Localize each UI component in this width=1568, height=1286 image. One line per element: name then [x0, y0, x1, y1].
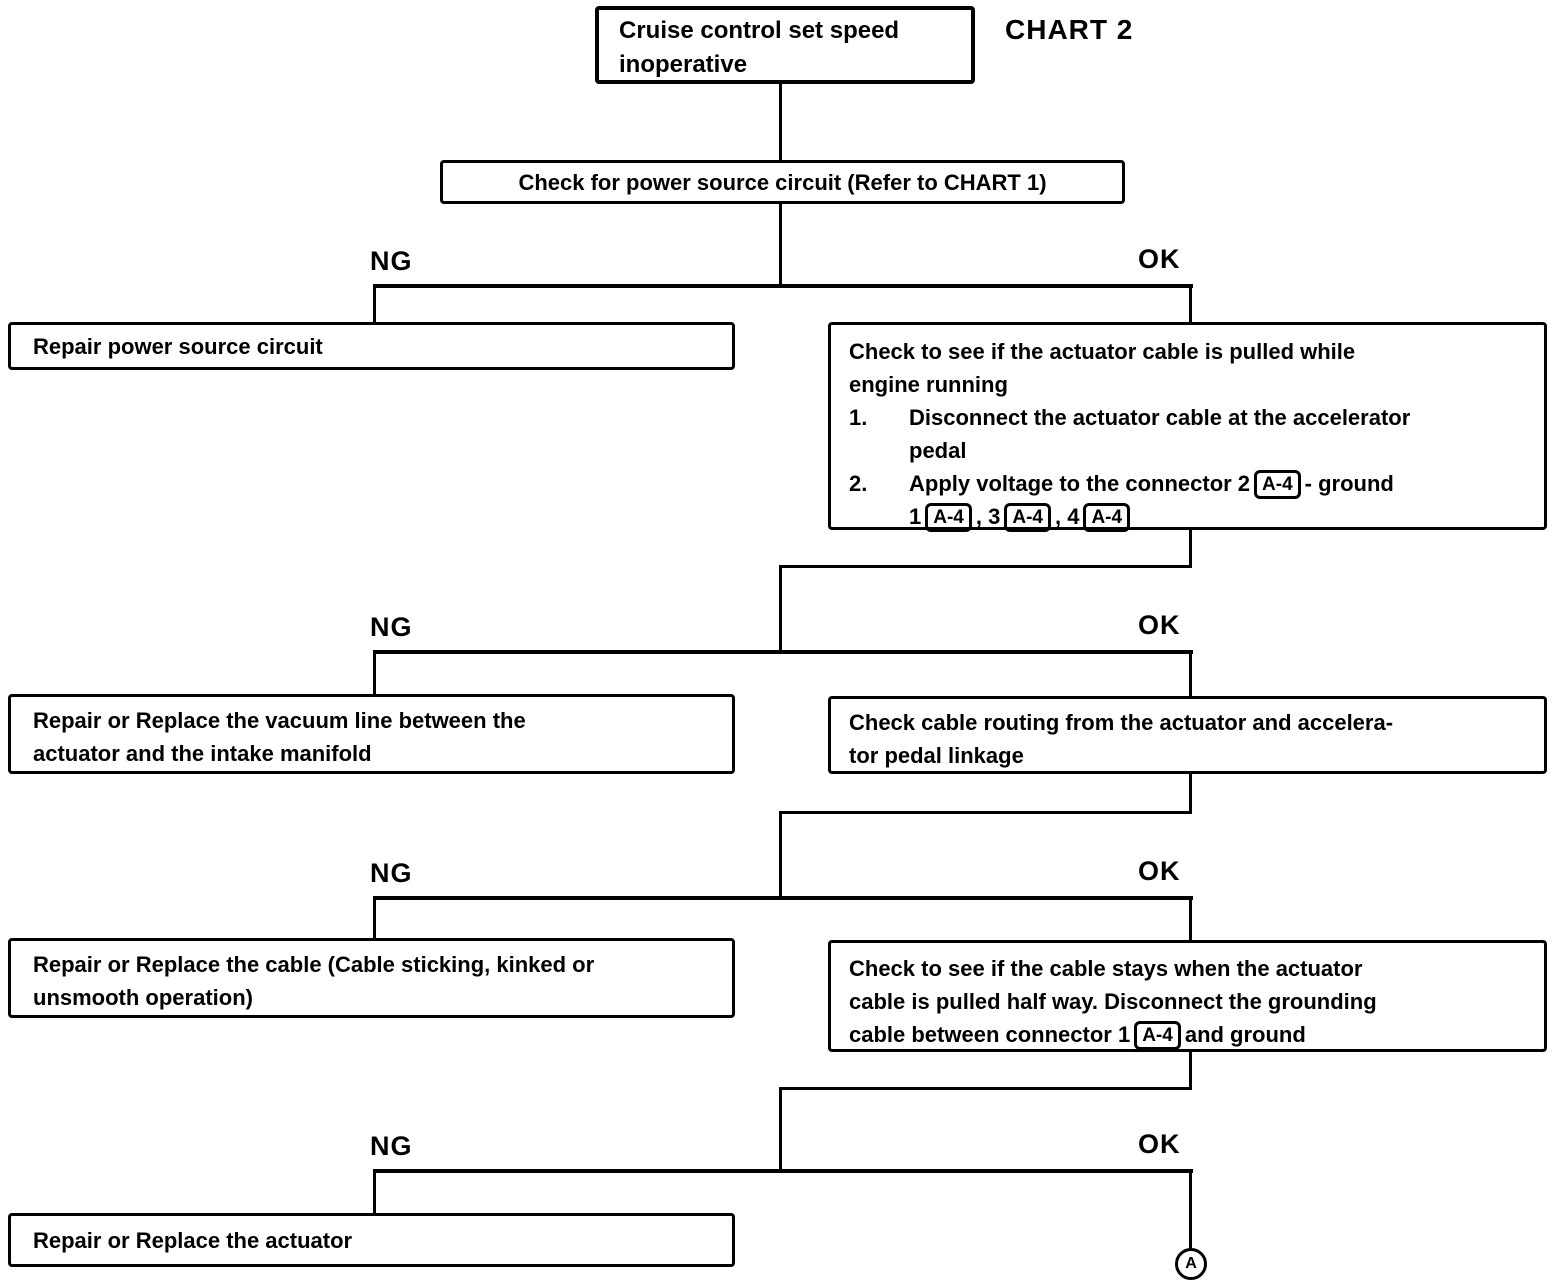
item2b-part2: , 3 — [975, 504, 1001, 529]
node-repair-actuator-text: Repair or Replace the actuator — [33, 1227, 353, 1253]
chart-title: CHART 2 — [1005, 14, 1134, 45]
check-stays-line1: Check to see if the cable stays when the… — [849, 956, 1363, 981]
connector-line — [779, 204, 782, 286]
check-stays-line3-pre: cable between connector 1 — [849, 1022, 1131, 1047]
repair-cable-line2: unsmooth operation) — [33, 985, 253, 1010]
connector-ref-chip: A-4 — [925, 503, 972, 532]
branch-label-ok-2: OK — [1138, 610, 1181, 640]
branch-label-ng-2: NG — [370, 612, 413, 642]
connector-line — [373, 650, 376, 696]
branch-label-ng-1: NG — [370, 246, 413, 276]
connector-line — [373, 896, 1193, 900]
item2b-part3: , 4 — [1054, 504, 1080, 529]
node-root: Cruise control set speed inoperative — [595, 6, 975, 84]
connector-line — [373, 1169, 1193, 1173]
repair-vacuum-line1: Repair or Replace the vacuum line betwee… — [33, 708, 526, 733]
node-check-actuator-intro: Check to see if the actuator cable is pu… — [849, 335, 1530, 401]
node-repair-power-source-text: Repair power source circuit — [33, 333, 323, 359]
node-repair-actuator: Repair or Replace the actuator — [8, 1213, 735, 1267]
item2b-part1: 1 — [909, 504, 922, 529]
list-item-1: 1. Disconnect the actuator cable at the … — [849, 401, 1530, 467]
intro-line2: engine running — [849, 372, 1008, 397]
branch-label-ok-3: OK — [1138, 856, 1181, 886]
node-check-cable-routing: Check cable routing from the actuator an… — [828, 696, 1547, 774]
connector-line — [1189, 896, 1192, 942]
list-item-1-number: 1. — [849, 405, 868, 430]
branch-label-ng-3: NG — [370, 858, 413, 888]
node-check-actuator-cable-pulled: Check to see if the actuator cable is pu… — [828, 322, 1547, 533]
item2-post: - ground — [1304, 471, 1394, 496]
connector-line — [1189, 774, 1192, 814]
connector-ref-chip: A-4 — [1004, 503, 1051, 532]
node-check-power-source: Check for power source circuit (Refer to… — [440, 160, 1125, 204]
connector-ref-chip: A-4 — [1254, 470, 1301, 499]
branch-label-ok-1: OK — [1138, 244, 1181, 274]
connector-line — [373, 284, 376, 324]
node-check-cable-stays: Check to see if the cable stays when the… — [828, 940, 1547, 1052]
connector-line — [779, 565, 1192, 568]
node-repair-power-source: Repair power source circuit — [8, 322, 735, 370]
connector-line — [373, 284, 1193, 288]
list-item-2-number: 2. — [849, 471, 868, 496]
connector-line — [1189, 284, 1192, 324]
connector-line — [779, 811, 1192, 814]
connector-line — [1189, 650, 1192, 696]
connector-line — [779, 565, 782, 653]
connector-line — [779, 1087, 782, 1172]
continuation-connector-a: A — [1175, 1248, 1207, 1280]
connector-line — [1189, 1050, 1192, 1090]
repair-cable-line1: Repair or Replace the cable (Cable stick… — [33, 952, 595, 977]
item1-line2: pedal — [909, 438, 967, 463]
list-item-1-text: Disconnect the actuator cable at the acc… — [909, 401, 1530, 467]
check-stays-line3-post: and ground — [1184, 1022, 1306, 1047]
node-root-line1: Cruise control set speed — [619, 17, 900, 44]
connector-line — [373, 650, 1193, 654]
check-routing-line1: Check cable routing from the actuator an… — [849, 710, 1394, 735]
check-stays-line2: cable is pulled half way. Disconnect the… — [849, 989, 1377, 1014]
connector-line — [373, 1169, 376, 1215]
check-routing-line2: tor pedal linkage — [849, 743, 1024, 768]
node-repair-vacuum-line: Repair or Replace the vacuum line betwee… — [8, 694, 735, 774]
item1-line1: Disconnect the actuator cable at the acc… — [909, 405, 1411, 430]
repair-vacuum-line2: actuator and the intake manifold — [33, 741, 372, 766]
connector-line — [1189, 1169, 1192, 1249]
connector-line — [779, 84, 782, 162]
connector-ref-chip: A-4 — [1083, 503, 1131, 532]
connector-ref-chip: A-4 — [1134, 1021, 1181, 1050]
item2-pre: Apply voltage to the connector 2 — [909, 471, 1251, 496]
connector-line — [373, 896, 376, 940]
connector-line — [779, 811, 782, 899]
branch-label-ok-4: OK — [1138, 1129, 1181, 1159]
branch-label-ng-4: NG — [370, 1131, 413, 1161]
intro-line1: Check to see if the actuator cable is pu… — [849, 339, 1356, 364]
connector-line — [1189, 530, 1192, 568]
node-check-power-source-text: Check for power source circuit (Refer to… — [518, 169, 1047, 195]
node-repair-cable: Repair or Replace the cable (Cable stick… — [8, 938, 735, 1018]
connector-line — [779, 1087, 1192, 1090]
node-root-line2: inoperative — [619, 51, 748, 78]
